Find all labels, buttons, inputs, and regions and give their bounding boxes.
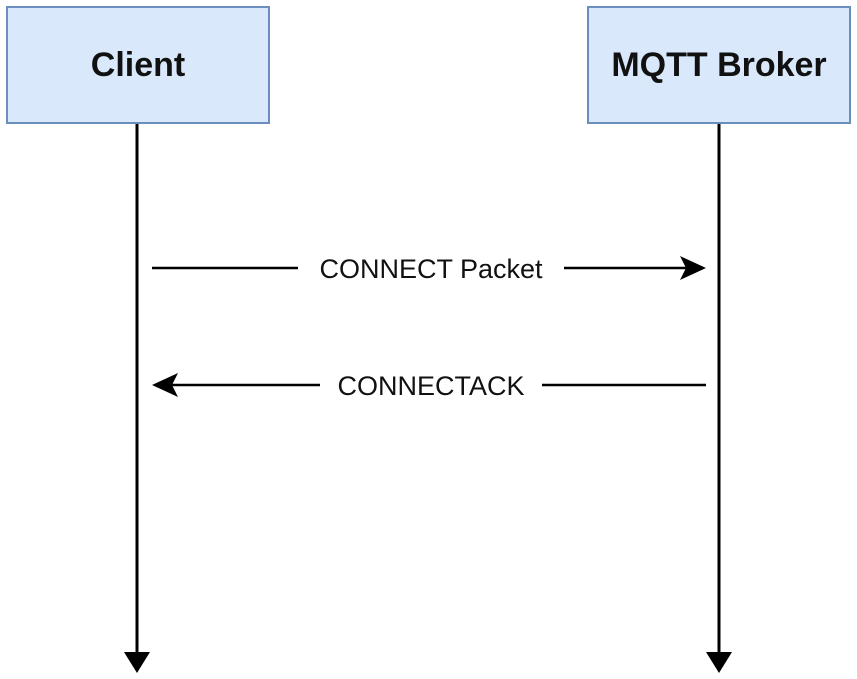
client-participant-label: Client	[90, 45, 186, 84]
broker-lifeline-arrowhead	[706, 652, 732, 673]
connectack-arrowhead	[152, 373, 178, 397]
connect-message-label: CONNECT Packet	[319, 254, 543, 284]
connectack-message-label: CONNECTACK	[337, 371, 524, 401]
broker-participant-box: MQTT Broker	[587, 6, 851, 124]
broker-participant-label: MQTT Broker	[611, 45, 827, 84]
client-participant-box: Client	[6, 6, 270, 124]
client-lifeline-arrowhead	[124, 652, 150, 673]
connect-arrowhead	[680, 256, 706, 280]
